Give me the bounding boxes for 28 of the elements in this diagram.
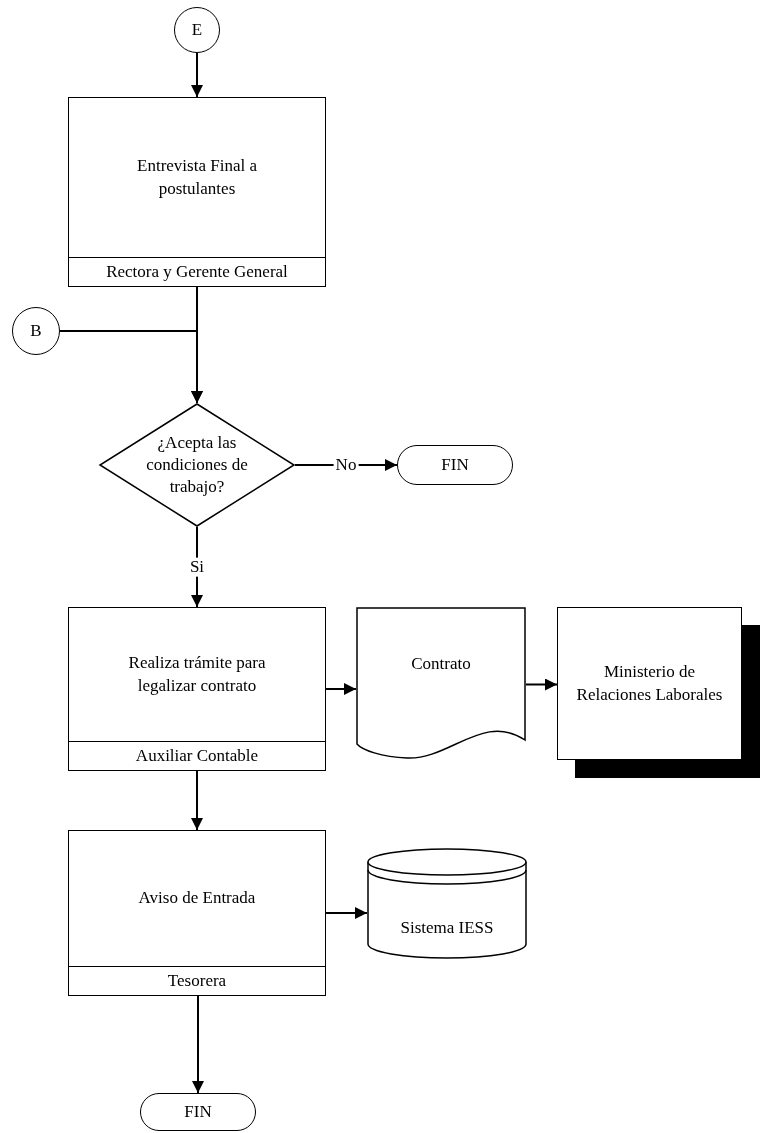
role-text: Tesorera	[167, 969, 227, 992]
arrow	[191, 770, 203, 831]
terminator-text: FIN	[441, 453, 469, 476]
terminator	[397, 445, 513, 485]
terminator-text: FIN	[184, 1100, 212, 1123]
process-box	[68, 607, 326, 771]
decision-text: ¿Acepta las condiciones de trabajo?	[146, 432, 248, 497]
arrow	[191, 52, 203, 98]
connector-circle	[12, 307, 60, 355]
role-text: Rectora y Gerente General	[106, 260, 288, 283]
arrow	[325, 907, 368, 919]
terminator	[140, 1093, 256, 1131]
connector-letter: B	[30, 319, 42, 342]
role-text: Auxiliar Contable	[135, 744, 259, 767]
arrow	[59, 330, 203, 404]
arrow	[325, 683, 357, 695]
connector-letter: E	[191, 18, 203, 41]
document-text: Contrato	[411, 654, 471, 674]
arrow	[525, 678, 558, 691]
process-text: Entrevista Final a postulantes	[136, 155, 258, 200]
connector-circle	[174, 7, 220, 53]
process-box	[68, 830, 326, 996]
process-box	[68, 97, 326, 287]
arrow	[192, 995, 204, 1094]
database-text: Sistema IESS	[400, 917, 494, 937]
entity-text: Ministerio de Relaciones Laborales	[575, 661, 724, 706]
process-text: Aviso de Entrada	[138, 887, 256, 910]
process-text: Realiza trámite para legalizar contrato	[127, 652, 267, 697]
